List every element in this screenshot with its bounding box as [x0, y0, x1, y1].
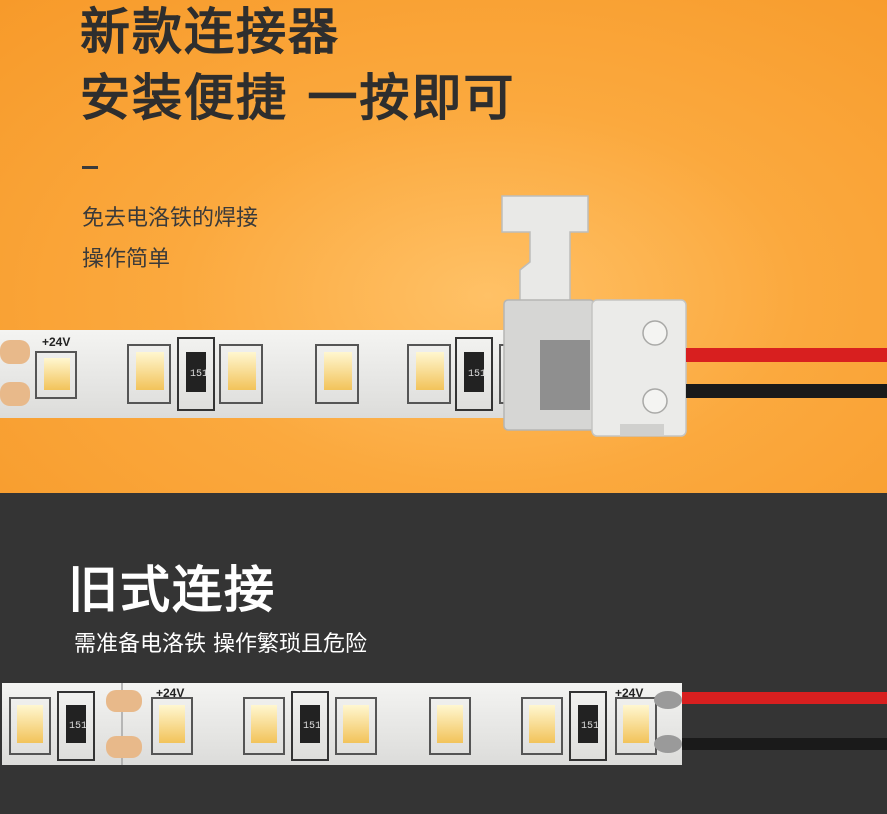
benefit-text-1: 免去电洛铁的焊接 [82, 206, 259, 231]
led-strip-old: +24V +24V 151 151 151 [2, 683, 682, 765]
solder-pad [0, 382, 30, 406]
resistor: 151 [455, 337, 493, 411]
svg-text:151: 151 [468, 369, 486, 380]
led-chip [127, 344, 171, 404]
voltage-label: +24V [615, 686, 643, 700]
clip-connector [501, 195, 687, 437]
svg-text:151: 151 [69, 721, 87, 732]
svg-text:151: 151 [581, 721, 599, 732]
resistor: 151 [57, 691, 95, 761]
led-chip [521, 697, 563, 755]
resistor: 151 [569, 691, 607, 761]
led-chip [9, 697, 51, 755]
solder-pad [106, 736, 142, 758]
benefit-text-2: 操作简单 [82, 247, 171, 272]
voltage-label: +24V [156, 686, 184, 700]
led-chip [151, 697, 193, 755]
voltage-label: +24V [42, 335, 70, 349]
black-wire [686, 384, 887, 398]
led-chip [35, 351, 77, 399]
old-connection-title: 旧式连接 [68, 561, 276, 619]
svg-text:151: 151 [303, 721, 321, 732]
led-chip [243, 697, 285, 755]
resistor: 151 [291, 691, 329, 761]
divider-dash [82, 166, 98, 169]
solder-pad [0, 340, 30, 364]
led-strip-new: +24V +24V 151 151 [0, 330, 560, 418]
led-chip [315, 344, 359, 404]
red-wire [686, 348, 887, 362]
old-connection-desc: 需准备电洛铁 操作繁琐且危险 [74, 632, 367, 657]
led-chip [335, 697, 377, 755]
led-chip [407, 344, 451, 404]
headline-line-1: 新款连接器 [80, 3, 340, 61]
black-wire [682, 738, 887, 750]
led-chip [429, 697, 471, 755]
resistor: 151 [177, 337, 215, 411]
red-wire [682, 692, 887, 704]
solder-joint [654, 691, 682, 753]
svg-text:151: 151 [190, 369, 208, 380]
solder-pad [106, 690, 142, 712]
led-chip [219, 344, 263, 404]
headline-line-2: 安装便捷 一按即可 [80, 69, 516, 127]
led-chip [615, 697, 657, 755]
